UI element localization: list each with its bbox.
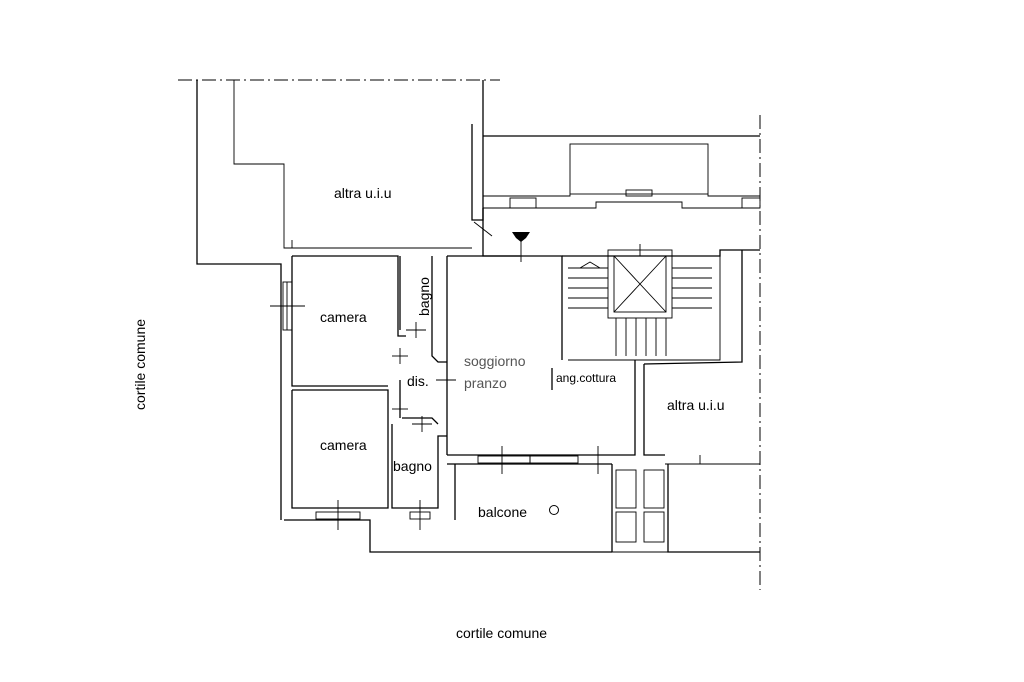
label-soggiorno: soggiorno (464, 353, 526, 369)
label-altra-uiu-top: altra u.i.u (334, 185, 392, 201)
label-ang-cottura: ang.cottura (556, 371, 616, 385)
label-camera-1: camera (320, 309, 367, 325)
label-dis: dis. (407, 373, 429, 389)
staircase (562, 244, 760, 361)
adjacent-building-top (483, 135, 761, 209)
doors (392, 221, 522, 432)
label-cortile-left: cortile comune (132, 319, 148, 410)
apartment-walls (284, 208, 636, 553)
label-bagno-1: bagno (416, 277, 432, 316)
label-pranzo: pranzo (464, 375, 507, 391)
label-altra-uiu-right: altra u.i.u (667, 397, 725, 413)
entrance-arrow-icon (512, 232, 530, 242)
label-cortile-bottom: cortile comune (456, 625, 547, 641)
neighbour-unit-top (196, 80, 484, 520)
property-boundary (178, 79, 761, 590)
label-camera-2: camera (320, 437, 367, 453)
label-bagno-2: bagno (393, 458, 432, 474)
neighbour-unit-right (612, 250, 760, 553)
windows (270, 281, 599, 530)
balcony-fixture-icon (549, 505, 559, 515)
label-balcone: balcone (478, 504, 527, 520)
